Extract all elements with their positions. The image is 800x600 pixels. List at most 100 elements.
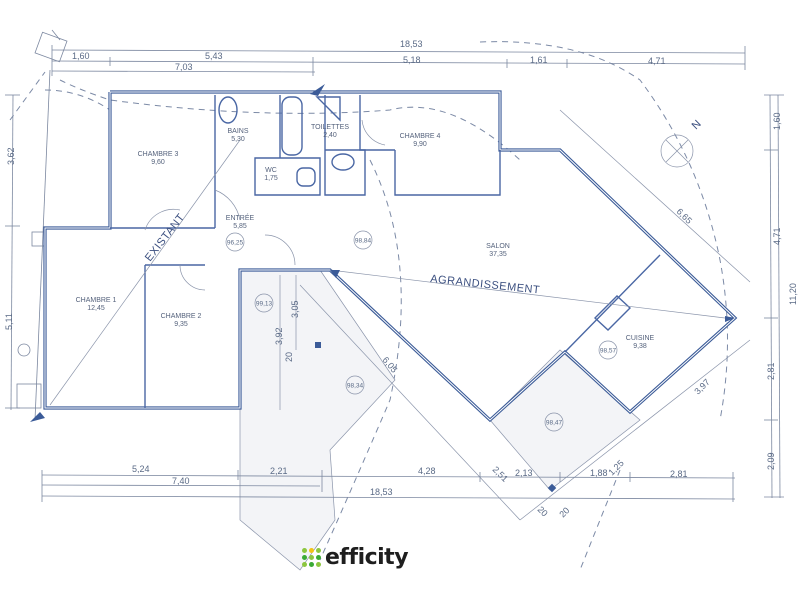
svg-text:WC: WC (265, 167, 277, 174)
level-markers: 96,25 98,84 99,13 98,34 98,57 98,47 (225, 230, 618, 432)
brand-name: efficity (325, 545, 409, 570)
dim-right-4: 2,09 (766, 452, 776, 470)
marker-arrow-mid (330, 270, 340, 278)
svg-text:CHAMBRE 1: CHAMBRE 1 (76, 297, 117, 304)
boundary-dashed-3 (59, 79, 521, 161)
room-chambre-2: CHAMBRE 2 9,35 (161, 313, 202, 328)
marker-square-1 (315, 342, 321, 348)
dim-diag-2: 1,25 (606, 458, 625, 477)
boundary-dashed-4 (479, 41, 728, 421)
svg-text:1,75: 1,75 (264, 175, 278, 182)
cuisine-se-dim (519, 339, 751, 521)
sink-icon (218, 96, 238, 124)
room-wc: WC 1,75 (264, 167, 278, 182)
room-bains: BAINS 5,30 (227, 128, 248, 143)
svg-text:CHAMBRE 3: CHAMBRE 3 (138, 151, 179, 158)
svg-text:2,40: 2,40 (323, 132, 337, 139)
dim-top-1: 1,60 (72, 51, 90, 61)
dim-bottom-7: 7,40 (172, 476, 190, 486)
svg-text:5,30: 5,30 (231, 136, 245, 143)
north-compass-icon: N (660, 118, 704, 168)
dim-bottom-5: 1,88 (590, 468, 608, 478)
dim-top-6: 4,71 (648, 56, 666, 66)
room-entree: ENTRÉE 5,85 (226, 213, 255, 230)
efficity-logo: efficity (302, 545, 409, 570)
svg-text:9,35: 9,35 (174, 321, 188, 328)
svg-text:98,34: 98,34 (347, 383, 364, 390)
marker-arrow-top (310, 84, 325, 96)
svg-text:37,35: 37,35 (489, 251, 507, 258)
bathtub-icon (281, 96, 303, 156)
terrace-area (239, 269, 396, 571)
marker-square-2 (547, 483, 557, 493)
extension-line (329, 269, 726, 319)
svg-text:96,25: 96,25 (227, 240, 244, 247)
marker-arrow-left (30, 412, 45, 422)
bottom-dimension-lines (41, 470, 736, 502)
svg-text:CHAMBRE 4: CHAMBRE 4 (400, 133, 441, 140)
walls (43, 90, 738, 423)
toilet-icon (296, 167, 316, 187)
dim-top-overall: 18,53 (400, 39, 423, 49)
svg-text:99,13: 99,13 (256, 301, 273, 308)
right-dimension-lines (764, 94, 784, 499)
svg-text:12,45: 12,45 (87, 305, 105, 312)
boundary-dashed-1 (44, 89, 111, 111)
svg-text:CHAMBRE 2: CHAMBRE 2 (161, 313, 202, 320)
label-agrandissement: AGRANDISSEMENT (430, 273, 541, 296)
svg-text:ENTRÉE: ENTRÉE (226, 213, 255, 222)
dim-left-1: 3,62 (6, 147, 16, 165)
salon-ne-dim (559, 109, 751, 283)
svg-text:BAINS: BAINS (227, 128, 248, 135)
dim-bottom-8: 18,53 (370, 487, 393, 497)
svg-text:N: N (690, 118, 704, 132)
svg-text:CUISINE: CUISINE (626, 335, 655, 342)
top-dimension-lines (34, 29, 746, 76)
dim-salon-ne: 6,65 (675, 206, 694, 225)
dim-right-2: 4,71 (772, 227, 782, 245)
svg-text:SALON: SALON (486, 243, 510, 250)
terrace-diag-dim (299, 284, 521, 521)
boundary-dashed-5 (319, 159, 402, 561)
logo-dots-icon (302, 548, 321, 567)
dim-cuisine-se: 3,97 (692, 377, 711, 396)
dim-top-2: 5,43 (205, 51, 223, 61)
svg-text:98,47: 98,47 (546, 420, 563, 427)
dim-top-3: 7,03 (175, 62, 193, 72)
svg-text:5,85: 5,85 (233, 223, 247, 230)
svg-text:98,57: 98,57 (600, 348, 617, 355)
fixtures (218, 96, 355, 187)
dim-top-4: 5,18 (403, 55, 421, 65)
existing-diagonal (49, 139, 241, 406)
dim-bottom-2: 2,21 (270, 466, 288, 476)
dim-right-1: 1,60 (772, 112, 782, 130)
dim-right-overall: 11,20 (788, 283, 798, 305)
svg-text:9,38: 9,38 (633, 343, 647, 350)
dim-top-5: 1,61 (530, 55, 548, 65)
boundary-dashed-2 (9, 71, 46, 121)
dim-bottom-1: 5,24 (132, 464, 150, 474)
svg-text:9,60: 9,60 (151, 159, 165, 166)
dim-left-2: 5,11 (4, 313, 14, 330)
label-existant: EXISTANT (143, 212, 188, 264)
room-chambre-3: CHAMBRE 3 9,60 (138, 151, 179, 166)
dim-bottom-4: 2,13 (515, 468, 533, 478)
room-cuisine: CUISINE 9,38 (626, 335, 655, 350)
svg-text:9,90: 9,90 (413, 141, 427, 148)
dim-diag-1: 2,51 (491, 464, 510, 483)
room-toilettes: TOILETTES 2,40 (311, 124, 349, 139)
room-salon: SALON 37,35 (486, 243, 510, 258)
room-chambre-4: CHAMBRE 4 9,90 (400, 133, 441, 148)
left-dimension-lines (5, 69, 51, 421)
dim-bottom-6: 2,81 (670, 469, 688, 479)
dim-terrace-v2: 3,05 (290, 300, 300, 318)
boundary-dashed-6 (579, 469, 621, 571)
room-chambre-1: CHAMBRE 1 12,45 (76, 297, 117, 312)
doors (144, 119, 386, 291)
svg-text:98,84: 98,84 (355, 238, 372, 245)
shower-icon (315, 96, 341, 122)
dim-bottom-3: 4,28 (418, 466, 436, 476)
svg-text:TOILETTES: TOILETTES (311, 124, 349, 131)
marker-arrow-right (725, 316, 735, 322)
